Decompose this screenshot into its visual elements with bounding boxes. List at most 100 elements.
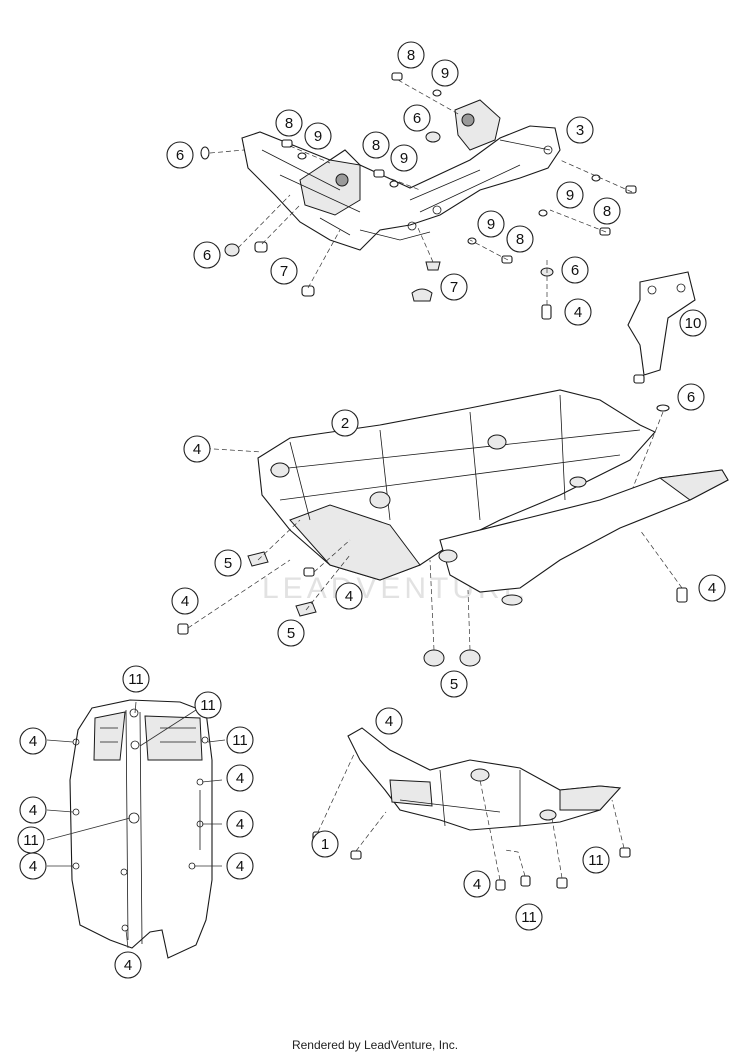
callout-label: 4 xyxy=(193,441,201,458)
callout-7: 7 xyxy=(270,257,298,285)
callout-9: 9 xyxy=(431,59,459,87)
callout-circle xyxy=(166,141,194,169)
callout-circle xyxy=(193,241,221,269)
callout-label: 8 xyxy=(372,137,380,154)
callout-label: 8 xyxy=(285,115,293,132)
callout-label: 4 xyxy=(345,588,353,605)
callout-label: 10 xyxy=(685,315,702,332)
callout-circle xyxy=(561,256,589,284)
callout-label: 4 xyxy=(236,816,244,833)
callout-11: 11 xyxy=(122,665,150,693)
callout-label: 7 xyxy=(280,263,288,280)
callout-8: 8 xyxy=(397,41,425,69)
callout-8: 8 xyxy=(593,197,621,225)
callout-label: 5 xyxy=(224,555,232,572)
callout-11: 11 xyxy=(226,726,254,754)
callout-label: 4 xyxy=(574,304,582,321)
callout-4: 4 xyxy=(19,796,47,824)
callout-circle xyxy=(679,309,707,337)
callout-circle xyxy=(335,582,363,610)
callout-4: 4 xyxy=(335,582,363,610)
footer-credit: Rendered by LeadVenture, Inc. xyxy=(291,1038,459,1052)
callout-label: 6 xyxy=(176,147,184,164)
callout-4: 4 xyxy=(19,852,47,880)
callout-circle xyxy=(397,41,425,69)
callout-circle xyxy=(440,273,468,301)
callout-11: 11 xyxy=(194,691,222,719)
callout-label: 5 xyxy=(450,676,458,693)
callout-circle xyxy=(677,383,705,411)
callout-9: 9 xyxy=(304,122,332,150)
callout-label: 4 xyxy=(181,593,189,610)
callout-label: 11 xyxy=(200,697,216,714)
callout-4: 4 xyxy=(183,435,211,463)
callout-6: 6 xyxy=(166,141,194,169)
part-3-mounting-frame[interactable] xyxy=(241,99,561,251)
callout-4: 4 xyxy=(564,298,592,326)
skid-plate-bottom-view[interactable] xyxy=(46,699,226,959)
callout-6: 6 xyxy=(561,256,589,284)
callout-6: 6 xyxy=(193,241,221,269)
callout-circle xyxy=(556,181,584,209)
callout-6: 6 xyxy=(677,383,705,411)
callout-9: 9 xyxy=(390,144,418,172)
callout-label: 9 xyxy=(487,216,495,233)
callout-4: 4 xyxy=(226,810,254,838)
part-1-skid-plate[interactable] xyxy=(312,727,631,891)
callout-9: 9 xyxy=(477,210,505,238)
callout-circle xyxy=(19,852,47,880)
callout-4: 4 xyxy=(375,707,403,735)
callout-label: 4 xyxy=(29,858,37,875)
callout-circle xyxy=(311,830,339,858)
callout-8: 8 xyxy=(275,109,303,137)
callout-circle xyxy=(183,435,211,463)
callout-4: 4 xyxy=(226,764,254,792)
callout-1: 1 xyxy=(311,830,339,858)
callout-label: 6 xyxy=(571,262,579,279)
callout-label: 1 xyxy=(321,836,329,853)
callout-circle xyxy=(226,810,254,838)
callout-circle xyxy=(19,727,47,755)
callout-11: 11 xyxy=(17,826,45,854)
callout-label: 8 xyxy=(603,203,611,220)
callout-label: 9 xyxy=(566,187,574,204)
callout-5: 5 xyxy=(214,549,242,577)
callout-circle xyxy=(226,852,254,880)
callout-circle xyxy=(566,116,594,144)
callout-label: 11 xyxy=(232,732,248,749)
callout-label: 9 xyxy=(400,150,408,167)
callout-label: 4 xyxy=(708,580,716,597)
callout-label: 4 xyxy=(236,858,244,875)
callout-label: 5 xyxy=(287,625,295,642)
callout-circle xyxy=(362,131,390,159)
callout-circle xyxy=(122,665,150,693)
callout-circle xyxy=(114,951,142,979)
callout-label: 11 xyxy=(588,852,604,869)
callout-circle xyxy=(331,409,359,437)
callout-10: 10 xyxy=(679,309,707,337)
callout-label: 2 xyxy=(341,415,349,432)
callout-circle xyxy=(698,574,726,602)
callout-circle xyxy=(390,144,418,172)
callout-circle xyxy=(431,59,459,87)
frame-hardware[interactable] xyxy=(200,72,637,320)
callout-circle xyxy=(275,109,303,137)
part-10-bracket[interactable] xyxy=(627,271,696,491)
callout-label: 4 xyxy=(385,713,393,730)
callout-4: 4 xyxy=(698,574,726,602)
callout-label: 9 xyxy=(441,65,449,82)
callout-circle xyxy=(463,870,491,898)
callout-label: 11 xyxy=(23,832,39,849)
callout-label: 3 xyxy=(576,122,584,139)
callout-4: 4 xyxy=(114,951,142,979)
callout-4: 4 xyxy=(226,852,254,880)
callout-label: 7 xyxy=(450,279,458,296)
part-2-skid-plate[interactable] xyxy=(177,389,729,667)
callout-4: 4 xyxy=(19,727,47,755)
callout-label: 6 xyxy=(203,247,211,264)
callout-label: 4 xyxy=(236,770,244,787)
callout-5: 5 xyxy=(440,670,468,698)
callout-label: 4 xyxy=(29,802,37,819)
callout-label: 4 xyxy=(29,733,37,750)
